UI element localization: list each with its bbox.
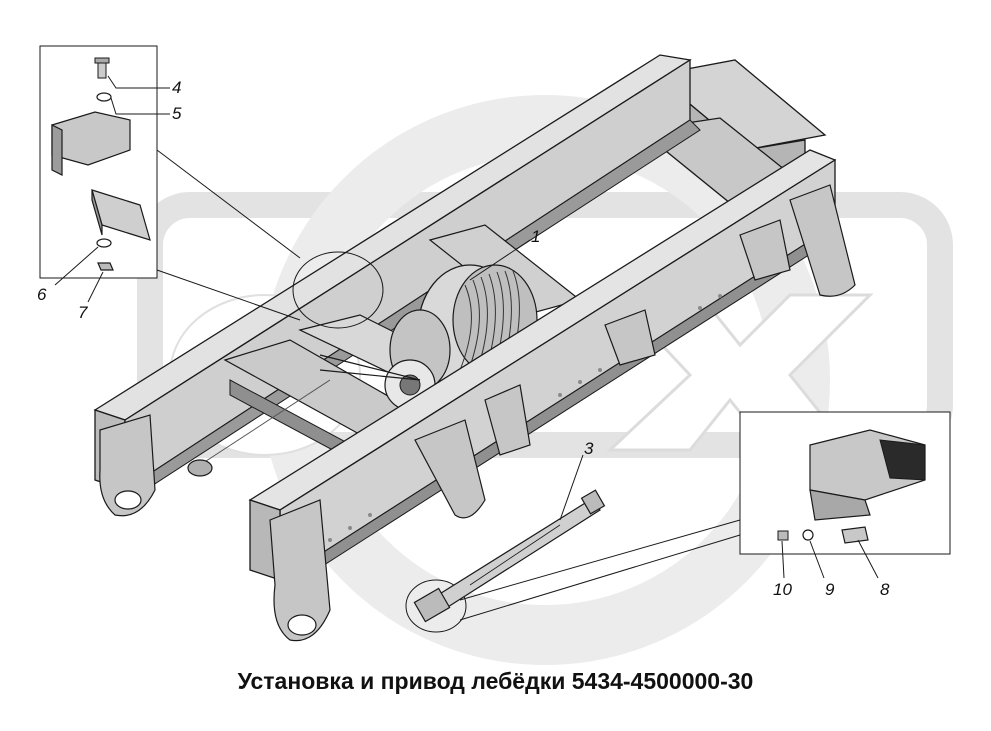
spring-brackets [99,184,856,642]
propeller-shaft [413,489,606,623]
diagram-caption: Установка и привод лебёдки 5434-4500000-… [237,668,754,694]
detail-panel-yoke [739,411,951,555]
detail-circle-joint [405,579,467,633]
detail-panel-bracket [39,45,158,279]
callout-10: 10 [773,580,792,599]
leader-lines [54,75,879,621]
callout-3: 3 [584,439,594,458]
callout-7: 7 [78,303,88,322]
callout-9: 9 [825,580,835,599]
frame-rail-right [248,149,841,591]
callout-8: 8 [880,580,890,599]
callout-1: 1 [531,227,541,246]
callout-6: 6 [37,285,47,304]
callout-4: 4 [172,78,182,97]
callout-5: 5 [172,104,182,123]
detail-circle-bracket [292,251,384,329]
